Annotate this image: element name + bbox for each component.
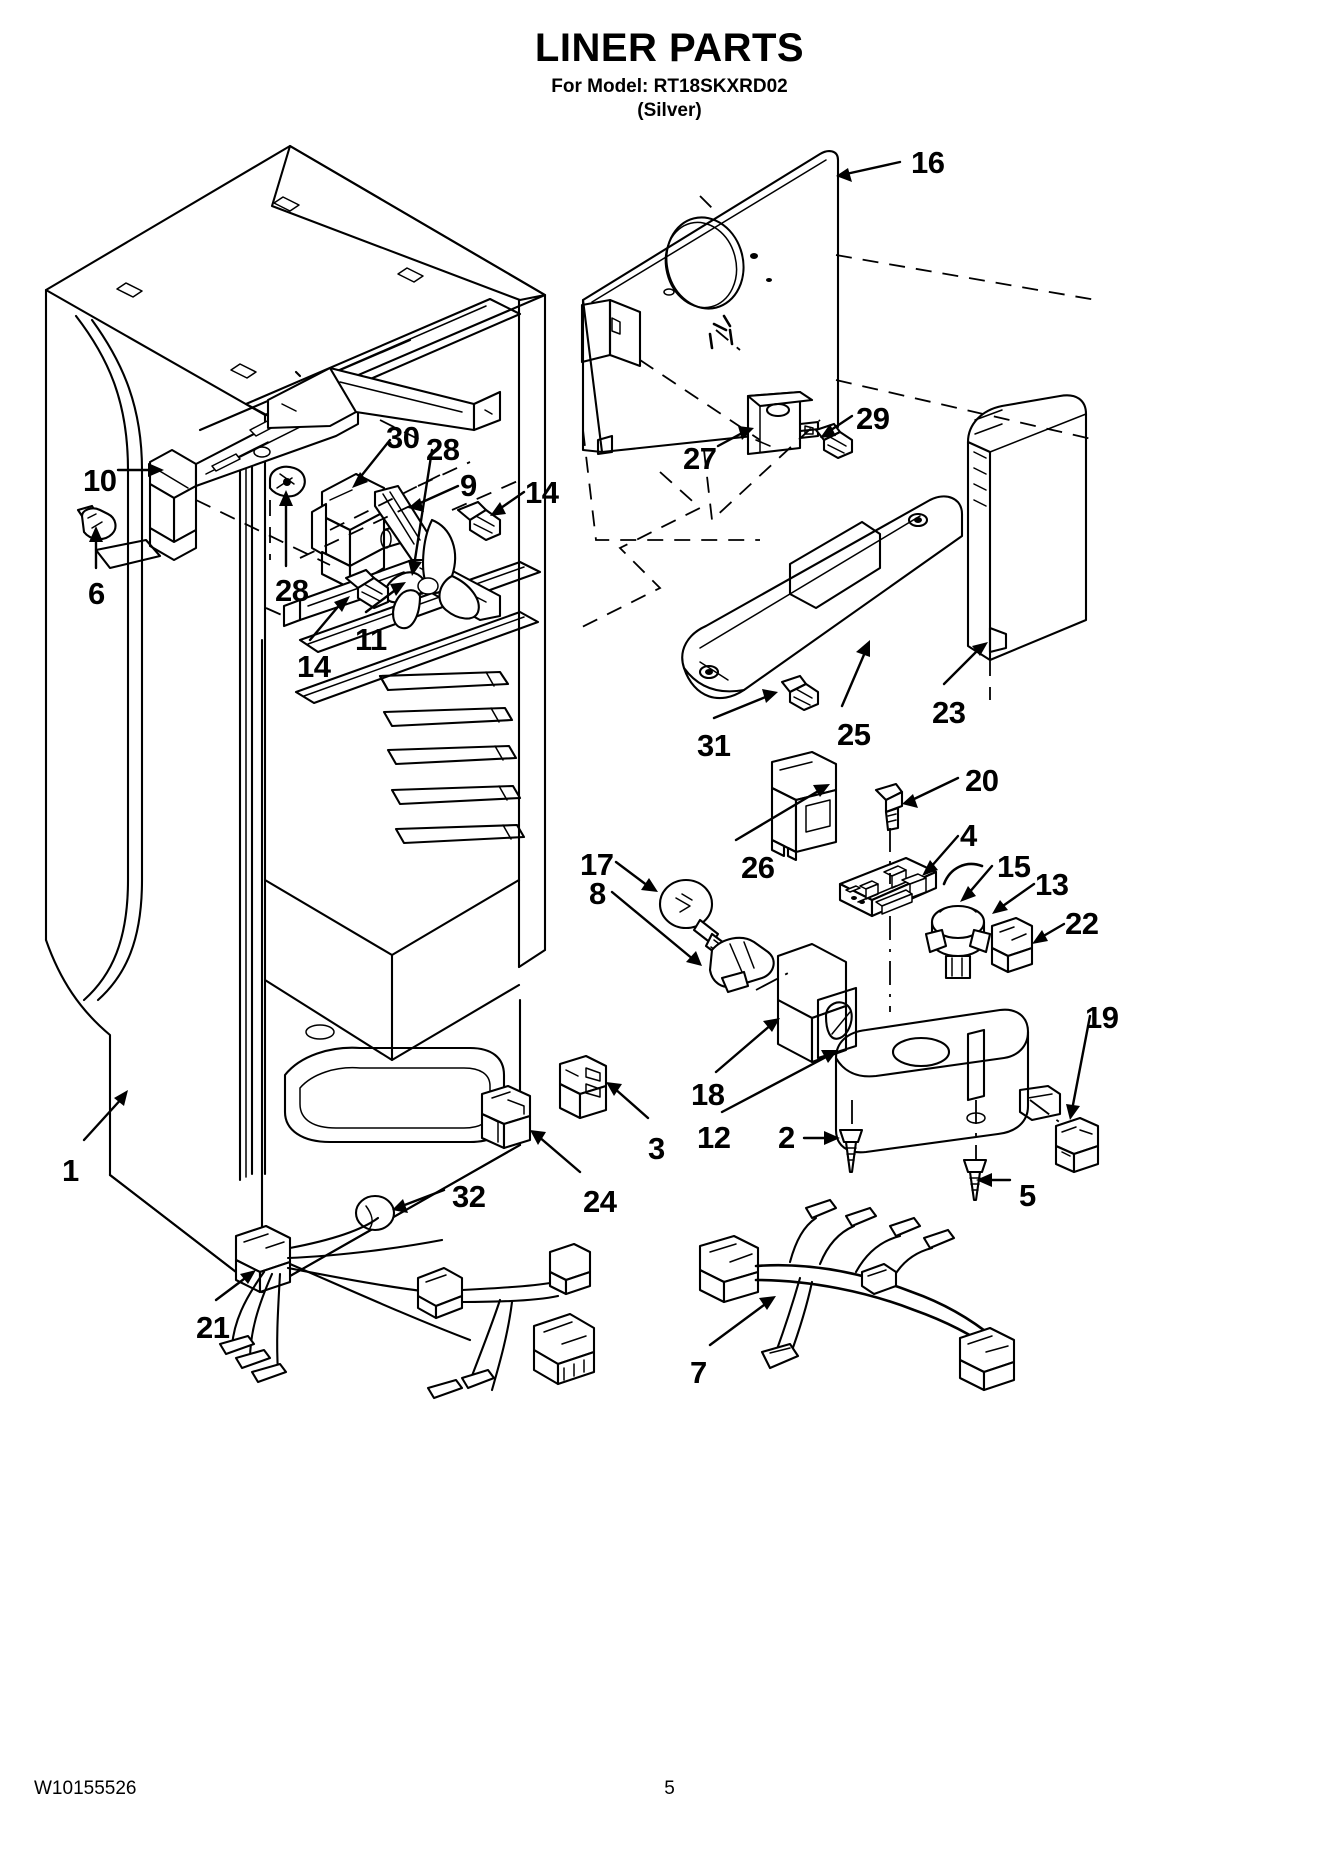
callout-10: 10 [83, 463, 117, 498]
callout-25: 25 [837, 717, 871, 752]
part-13-thermostat [924, 904, 992, 980]
callout-31: 31 [697, 728, 731, 763]
part-14-screw-upper [456, 500, 502, 542]
part-28-grommet-lower [268, 465, 306, 498]
callout-21: 21 [196, 1310, 230, 1345]
part-12-drain-trough [834, 1008, 1062, 1154]
callout-20: 20 [965, 763, 999, 798]
part-6-plug-button [76, 504, 162, 570]
part-26-relay-box [770, 750, 838, 862]
part-24-connector-block [480, 1084, 532, 1150]
part-18-defrost-timer-housing [776, 942, 858, 1064]
callout-28-upper: 28 [426, 432, 460, 467]
callout-29: 29 [856, 401, 890, 436]
document-code: W10155526 [34, 1778, 137, 1799]
callout-32: 32 [452, 1179, 486, 1214]
callout-30: 30 [386, 420, 420, 455]
part-4-control-board [838, 856, 938, 918]
part-19-terminal-block [1054, 1116, 1100, 1174]
callout-3: 3 [648, 1131, 665, 1166]
part-32-grommet [354, 1194, 396, 1232]
model-line: For Model: RT18SKXRD02 [551, 76, 788, 97]
part-22-connector [990, 916, 1034, 974]
callout-14-upper: 14 [525, 475, 559, 510]
callout-17: 17 [580, 847, 614, 882]
callout-11: 11 [355, 622, 387, 657]
callout-15: 15 [997, 849, 1031, 884]
callout-6: 6 [88, 576, 105, 611]
callout-7: 7 [690, 1355, 707, 1390]
part-25-air-duct-cover [681, 495, 964, 700]
callout-12: 12 [697, 1120, 731, 1155]
callout-13: 13 [1035, 867, 1069, 902]
part-16-rear-liner-panel [580, 150, 840, 456]
part-3-connector-block [558, 1054, 608, 1120]
callout-28-lower: 28 [275, 573, 309, 608]
part-15-spring-clip [942, 862, 984, 886]
model-variant: (Silver) [637, 100, 702, 121]
part-20-screw [874, 782, 904, 832]
callout-5: 5 [1019, 1178, 1036, 1213]
part-31-screw [780, 674, 820, 712]
part-27-mount-plate [746, 390, 814, 456]
callout-4: 4 [960, 818, 977, 853]
callout-leader-lines [82, 160, 1092, 1347]
part-5-screw [962, 1158, 988, 1202]
callout-18: 18 [691, 1077, 725, 1112]
callout-26: 26 [741, 850, 775, 885]
callout-14-lower: 14 [297, 649, 331, 684]
callout-27: 27 [683, 441, 717, 476]
page-title: LINER PARTS [534, 26, 805, 70]
callout-19: 19 [1085, 1000, 1119, 1035]
part-23-evaporator-side-cover [966, 394, 1088, 662]
callout-1: 1 [62, 1153, 79, 1188]
callout-16: 16 [911, 145, 945, 180]
part-8-lamp-socket [708, 936, 775, 994]
part-21-wire-harness-left [218, 1216, 596, 1400]
upper-mount-rail [266, 366, 502, 432]
callout-2: 2 [778, 1120, 795, 1155]
cabinet-liner-body [44, 144, 547, 1294]
callout-22: 22 [1065, 906, 1099, 941]
callout-23: 23 [932, 695, 966, 730]
callout-24: 24 [583, 1184, 617, 1219]
part-2-screw [838, 1128, 864, 1174]
callout-8: 8 [589, 876, 606, 911]
part-7-wire-harness-right [698, 1198, 1016, 1392]
callout-9: 9 [460, 468, 477, 503]
page-number: 5 [664, 1778, 675, 1799]
